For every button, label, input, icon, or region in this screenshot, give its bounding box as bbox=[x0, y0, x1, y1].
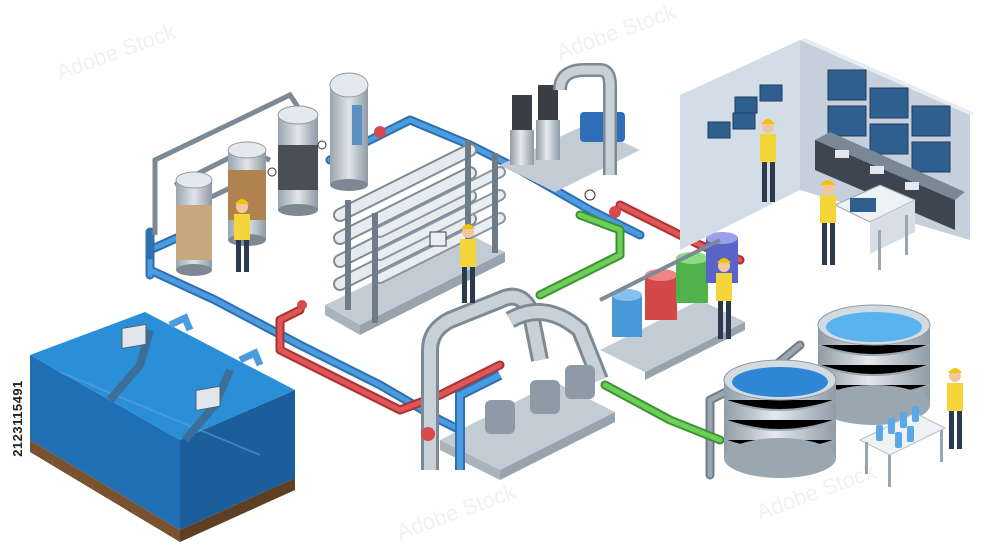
worker-ro-panel bbox=[460, 224, 476, 303]
monitor-icon bbox=[911, 105, 951, 137]
pressure-gauge-icon bbox=[584, 189, 596, 201]
filter-tank-1 bbox=[175, 171, 213, 276]
intake-screen-icon bbox=[121, 323, 147, 350]
valve-wheel-icon bbox=[297, 300, 307, 310]
monitor-icon bbox=[850, 198, 876, 212]
svg-text:Adobe Stock: Adobe Stock bbox=[53, 18, 180, 85]
filter-tank-4 bbox=[329, 72, 369, 191]
worker-bottling bbox=[947, 368, 963, 449]
control-monitors-right-wall bbox=[827, 69, 951, 173]
chemical-tank-green bbox=[676, 252, 708, 303]
svg-text:Adobe Stock: Adobe Stock bbox=[553, 0, 680, 65]
intake-reservoir bbox=[30, 312, 295, 542]
clear-water-tank-front bbox=[723, 359, 837, 478]
svg-text:Adobe Stock: Adobe Stock bbox=[393, 478, 520, 545]
image-id-text: 2123115491 bbox=[9, 379, 25, 457]
filter-tank-3 bbox=[277, 105, 319, 216]
intake-screen-icon bbox=[195, 385, 221, 412]
intake-screen-right bbox=[181, 368, 234, 443]
clear-water-tank-rear bbox=[817, 304, 931, 425]
monitor-icon bbox=[869, 87, 909, 119]
valve-wheel-icon bbox=[609, 206, 621, 218]
bottled-water-table bbox=[858, 406, 947, 487]
pressure-gauge-icon bbox=[267, 167, 277, 177]
valve-wheel-icon bbox=[421, 427, 435, 441]
worker-dosing bbox=[716, 258, 732, 339]
water-bottle-icon bbox=[876, 406, 919, 448]
chemical-tank-blue bbox=[612, 289, 642, 337]
control-desk bbox=[833, 184, 917, 270]
chemical-dosing-station bbox=[599, 232, 745, 380]
worker-filters bbox=[234, 199, 250, 272]
distribution-pump-station bbox=[421, 287, 615, 480]
valve-wheel-icon bbox=[374, 126, 386, 138]
control-monitors-left-wall bbox=[707, 84, 783, 139]
monitor-icon bbox=[827, 69, 867, 101]
pressure-gauge-icon bbox=[317, 140, 327, 150]
worker-control-wall bbox=[760, 119, 776, 202]
monitor-icon bbox=[429, 231, 447, 247]
intake-screen-left bbox=[106, 323, 154, 403]
intake-pipes bbox=[168, 313, 264, 367]
image-id-label: 2123115491 bbox=[6, 318, 28, 518]
green-pipe-network bbox=[535, 210, 725, 445]
high-pressure-pump-station bbox=[500, 63, 640, 218]
worker-control-desk bbox=[820, 180, 836, 265]
